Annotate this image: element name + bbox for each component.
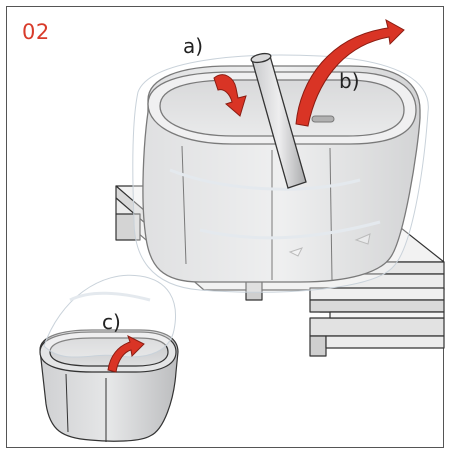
curved-arrow-down-icon bbox=[213, 74, 247, 117]
bathtub-small bbox=[39, 329, 179, 442]
label-a: a) bbox=[183, 34, 204, 58]
label-b: b) bbox=[339, 69, 360, 93]
label-c: c) bbox=[102, 310, 121, 334]
curved-arrow-up-right-icon bbox=[295, 19, 405, 127]
protective-foil bbox=[132, 54, 429, 293]
protective-foil-lifted bbox=[43, 274, 176, 358]
step-number: 02 bbox=[22, 20, 50, 44]
pipe bbox=[250, 52, 307, 189]
curved-arrow-lift-icon bbox=[107, 335, 145, 373]
